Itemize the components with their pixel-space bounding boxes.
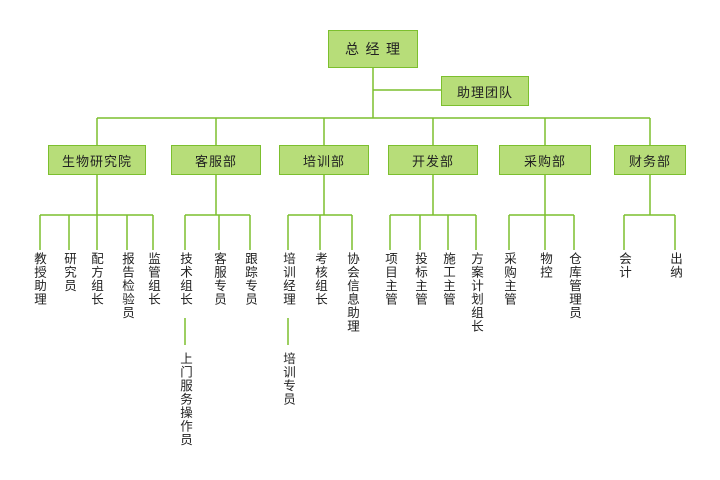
dept-label: 客服部 [194,154,237,170]
role-label: 项目主管 [383,252,398,306]
assistant-team-box: 助理团队 [441,76,529,106]
role-label: 技术组长 [178,252,193,306]
dept-label: 培训部 [302,154,345,170]
role-label: 考核组长 [313,252,328,306]
role-label: 培训经理 [281,252,296,306]
sub-role-label: 上门服务操作员 [178,352,193,447]
role-label: 协会信息助理 [345,252,360,333]
role-label: 教授助理 [32,252,47,306]
dept-label: 生物研究院 [61,154,132,170]
dept-label: 采购部 [523,154,566,170]
role-label: 出纳 [668,252,683,279]
role-label: 研究员 [62,252,77,293]
role-label: 仓库管理员 [567,252,582,320]
role-label: 投标主管 [413,252,428,306]
dept-box-bio-institute: 生物研究院 [48,145,146,175]
dept-box-customer-service: 客服部 [171,145,261,175]
ceo-box: 总 经 理 [328,30,418,68]
dept-box-development: 开发部 [388,145,478,175]
dept-box-finance: 财务部 [614,145,686,175]
role-label: 会计 [617,252,632,279]
role-label: 报告检验员 [120,252,135,320]
dept-label: 开发部 [411,154,454,170]
dept-box-training: 培训部 [279,145,369,175]
role-label: 物控 [538,252,553,279]
role-label: 客服专员 [212,252,227,306]
role-label: 方案计划组长 [469,252,484,333]
role-label: 采购主管 [502,252,517,306]
role-label: 跟踪专员 [243,252,258,306]
ceo-label: 总 经 理 [345,42,401,58]
role-label: 施工主管 [441,252,456,306]
role-label: 配方组长 [89,252,104,306]
dept-label: 财务部 [628,154,671,170]
role-label: 监管组长 [146,252,161,306]
assistant-team-label: 助理团队 [456,85,513,101]
dept-box-purchasing: 采购部 [499,145,591,175]
sub-role-label: 培训专员 [281,352,296,406]
